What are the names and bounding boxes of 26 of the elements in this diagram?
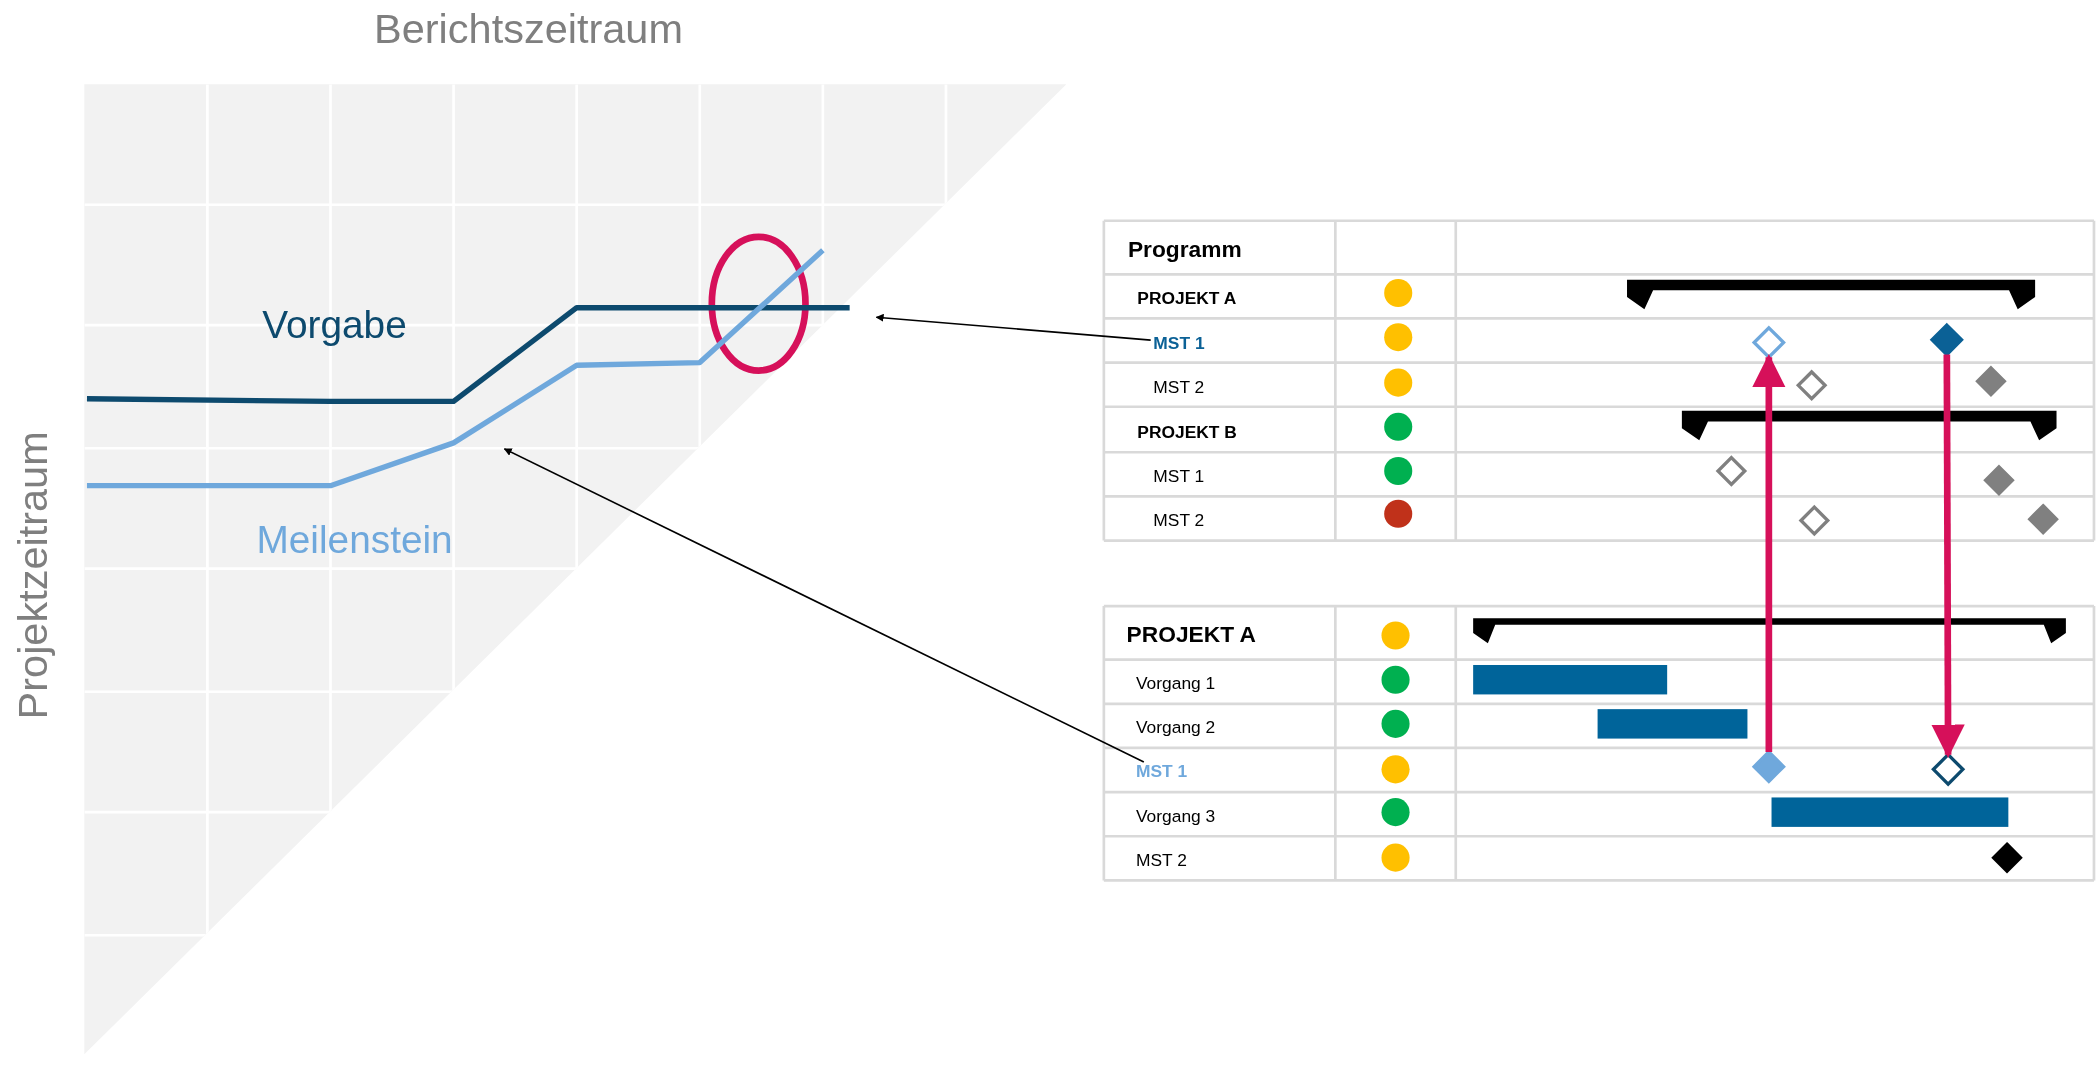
row-label: PROJEKT B bbox=[1137, 422, 1237, 440]
table-header: PROJEKT A bbox=[1126, 622, 1256, 646]
arrow bbox=[1752, 353, 1786, 752]
trend-line bbox=[86, 248, 825, 489]
arrow bbox=[875, 313, 1152, 341]
row-label: Vorgang 1 bbox=[1135, 673, 1216, 692]
row-label: MST 2 bbox=[1135, 850, 1187, 868]
row-label: MST 1 bbox=[1153, 466, 1205, 484]
arrow bbox=[1931, 354, 1965, 758]
row-label: MST 1 bbox=[1135, 762, 1188, 780]
row-label: PROJEKT A bbox=[1137, 288, 1237, 306]
axis-title: Projektzeitraum bbox=[12, 431, 55, 720]
series-label: Meilenstein bbox=[256, 521, 453, 560]
row-label: MST 2 bbox=[1153, 510, 1205, 528]
series-label: Vorgabe bbox=[262, 305, 407, 345]
row-label: Vorgang 3 bbox=[1135, 806, 1216, 824]
milestone-diamond bbox=[1751, 325, 1786, 360]
row-label: Vorgang 2 bbox=[1135, 717, 1216, 736]
row-label: MST 1 bbox=[1153, 333, 1205, 352]
row-label: MST 2 bbox=[1153, 378, 1205, 396]
milestone-diamond bbox=[1751, 749, 1786, 784]
arrow bbox=[503, 448, 1145, 763]
milestone-diamond bbox=[1931, 752, 1966, 787]
axis-title: Berichtszeitraum bbox=[374, 8, 683, 51]
milestone-diamond bbox=[1929, 322, 1964, 357]
table-header: Programm bbox=[1127, 237, 1242, 261]
